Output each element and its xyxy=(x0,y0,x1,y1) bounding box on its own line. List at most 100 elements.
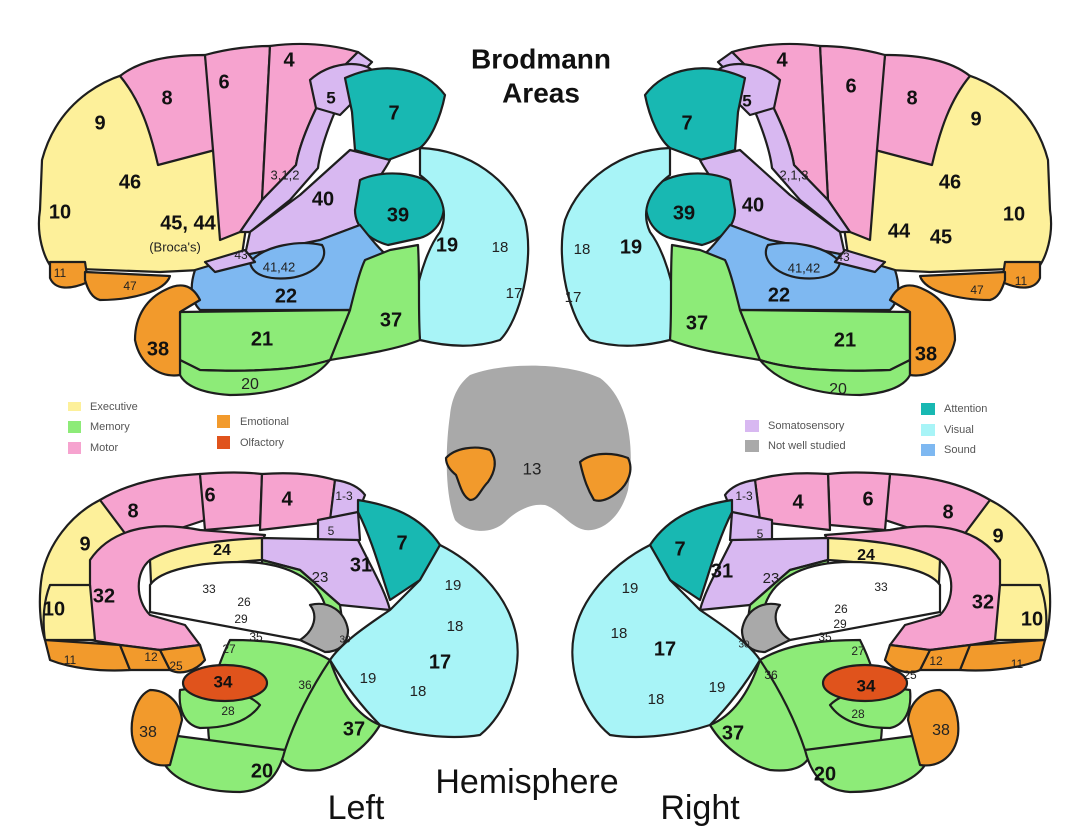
label-right-med-36: 36 xyxy=(764,668,778,682)
label-left-lat-8: 8 xyxy=(161,87,172,109)
hemisphere-label: Hemisphere xyxy=(435,763,618,801)
label-left-lat-5: 5 xyxy=(326,88,335,107)
label-left-med-11: 11 xyxy=(64,653,77,667)
title-line-2: Areas xyxy=(502,77,580,108)
region-right-lat-41-42 xyxy=(764,242,842,280)
legend-label-olfactory: Olfactory xyxy=(240,437,285,449)
center-area-13 xyxy=(444,365,632,531)
left-lateral-labels: 4 6 8 9 5 7 46 3,1,2 40 10 45, 44 (Broca… xyxy=(49,49,522,393)
label-left-med-35: 35 xyxy=(249,630,263,644)
label-left-lat-19: 19 xyxy=(436,234,458,256)
label-left-lat-39: 39 xyxy=(387,204,409,226)
label-right-lat-2-1-3: 2,1,3 xyxy=(780,167,809,182)
label-left-med-9: 9 xyxy=(79,533,90,555)
label-right-med-4: 4 xyxy=(792,491,804,513)
label-right-lat-22: 22 xyxy=(768,284,790,306)
label-left-lat-4: 4 xyxy=(283,49,295,71)
legend-swatch-olfactory xyxy=(217,436,230,449)
label-right-med-6: 6 xyxy=(862,488,873,510)
legend-swatch-executive xyxy=(68,402,81,411)
label-left-med-1-3: 1-3 xyxy=(335,489,353,503)
label-right-med-29: 29 xyxy=(833,617,847,631)
region-left-med-11 xyxy=(43,638,132,672)
region-left-lat-38 xyxy=(133,284,202,377)
region-left-med-8 xyxy=(98,472,207,542)
region-right-med-25 xyxy=(883,643,932,674)
label-left-med-34: 34 xyxy=(214,672,233,691)
label-right-med-18b: 18 xyxy=(648,691,665,708)
label-left-lat-43: 43 xyxy=(234,248,248,262)
region-left-lat-47 xyxy=(83,270,172,302)
region-left-med-5 xyxy=(316,510,362,544)
region-left-med-17-18-19 xyxy=(328,543,519,739)
label-right-lat-17: 17 xyxy=(565,289,582,306)
label-right-med-7: 7 xyxy=(674,538,685,560)
label-right-med-20: 20 xyxy=(814,763,836,785)
region-right-lat-43 xyxy=(833,248,887,274)
legend-label-not-well-studied: Not well studied xyxy=(768,440,846,452)
label-left-med-28: 28 xyxy=(221,704,235,718)
label-right-med-33: 33 xyxy=(874,580,888,594)
region-right-med-10 xyxy=(993,583,1048,642)
label-left-med-27: 27 xyxy=(222,642,236,656)
label-left-lat-21: 21 xyxy=(251,328,273,350)
label-right-lat-39: 39 xyxy=(673,202,695,224)
region-left-med-20 xyxy=(163,733,287,794)
label-right-lat-10: 10 xyxy=(1003,203,1025,225)
label-right-lat-5: 5 xyxy=(742,91,751,110)
label-right-lat-20: 20 xyxy=(829,381,847,398)
region-right-lat-6 xyxy=(818,44,887,242)
label-left-med-19a: 19 xyxy=(445,577,462,594)
region-right-med-34 xyxy=(821,663,909,703)
label-right-med-26: 26 xyxy=(834,602,848,616)
label-left-lat-18: 18 xyxy=(492,239,509,256)
label-right-med-23: 23 xyxy=(763,570,780,587)
label-left-lat-40: 40 xyxy=(312,188,334,210)
label-right-med-31: 31 xyxy=(711,560,733,582)
label-right-lat-44: 44 xyxy=(888,220,911,242)
legend-label-somatosensory: Somatosensory xyxy=(768,420,845,432)
label-left-lat-6: 6 xyxy=(218,71,229,93)
label-left-lat-17: 17 xyxy=(506,285,523,302)
region-left-lat-20 xyxy=(178,358,332,397)
region-13 xyxy=(446,365,631,531)
label-left-lat-20: 20 xyxy=(241,376,259,393)
region-left-lat-41-42 xyxy=(248,242,326,280)
label-left-lat-10: 10 xyxy=(49,201,71,223)
label-left-med-20: 20 xyxy=(251,760,273,782)
label-left-med-10: 10 xyxy=(43,598,65,620)
label-right-med-25: 25 xyxy=(903,668,917,682)
region-left-med-10 xyxy=(42,583,97,642)
region-left-med-25 xyxy=(158,643,207,674)
label-left-lat-3-1-2: 3,1,2 xyxy=(271,167,300,182)
label-right-lat-37: 37 xyxy=(686,312,708,334)
legend-swatch-memory xyxy=(68,421,81,433)
label-left-med-8: 8 xyxy=(127,500,138,522)
label-right-lat-41-42: 41,42 xyxy=(788,260,821,275)
region-right-med-8 xyxy=(883,472,992,542)
label-right-lat-11: 11 xyxy=(1015,274,1028,288)
legend-label-visual: Visual xyxy=(944,424,974,436)
legend-label-motor: Motor xyxy=(90,442,118,454)
label-left-med-30: 30 xyxy=(339,635,351,646)
label-right-lat-9: 9 xyxy=(970,108,981,130)
label-left-med-17: 17 xyxy=(429,651,451,673)
region-right-med-11 xyxy=(958,638,1047,672)
label-right-lat-45: 45 xyxy=(930,226,952,248)
title-line-1: Brodmann xyxy=(471,43,611,74)
region-right-med-38 xyxy=(906,688,960,767)
label-right-med-8: 8 xyxy=(942,501,953,523)
label-center-13: 13 xyxy=(523,459,542,478)
label-left-med-24: 24 xyxy=(213,542,231,559)
label-left-med-18a: 18 xyxy=(447,618,464,635)
region-left-med-34 xyxy=(181,663,269,703)
label-right-lat-47: 47 xyxy=(970,283,984,297)
legend-swatch-visual xyxy=(921,424,935,436)
left-lateral-brain xyxy=(37,42,530,397)
legend-label-sound: Sound xyxy=(944,444,976,456)
label-left-med-23: 23 xyxy=(312,569,329,586)
region-right-med-20 xyxy=(803,733,927,794)
label-left-med-26: 26 xyxy=(237,595,251,609)
legend-swatch-attention xyxy=(921,403,935,415)
